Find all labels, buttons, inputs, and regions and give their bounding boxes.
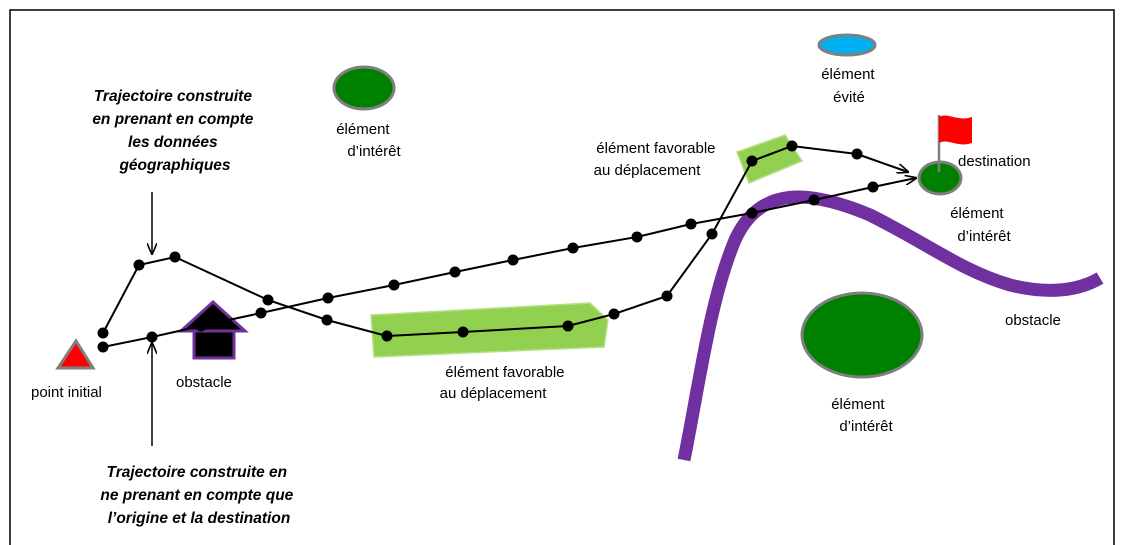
path-point	[706, 228, 718, 240]
avoided-element-label: élément évité	[821, 66, 879, 106]
path-point	[567, 242, 579, 254]
path-point	[685, 218, 697, 230]
house-obstacle-label: obstacle	[176, 374, 232, 391]
path-point	[195, 320, 207, 332]
path-point	[322, 292, 334, 304]
direct-trajectory-annotation: Trajectoire construite en ne prenant en …	[100, 464, 297, 527]
destination-label: destination	[958, 153, 1031, 170]
flag-icon	[937, 115, 972, 172]
path-point	[146, 331, 158, 343]
river-obstacle-label: obstacle	[1005, 312, 1061, 329]
path-point	[255, 307, 267, 319]
path-point	[661, 290, 673, 302]
diagram-frame	[9, 9, 1115, 545]
interest-right-label: élément d’intérêt	[950, 205, 1011, 245]
path-point	[631, 231, 643, 243]
house-obstacle	[177, 299, 249, 360]
path-point	[169, 251, 181, 263]
path-point	[321, 314, 333, 326]
interest-element-bottom	[800, 291, 924, 379]
interest-bottom-label: élément d’intérêt	[831, 396, 893, 435]
path-point	[808, 194, 820, 206]
path-point	[851, 148, 863, 160]
path-point	[449, 266, 461, 278]
path-point	[388, 279, 400, 291]
geographic-trajectory	[97, 140, 909, 342]
path-point	[786, 140, 798, 152]
avoided-element	[817, 33, 877, 57]
path-point	[562, 320, 574, 332]
direct-trajectory	[97, 178, 917, 353]
path-point	[457, 326, 469, 338]
interest-element-top	[332, 65, 396, 111]
river-obstacle	[677, 190, 1104, 462]
path-point	[133, 259, 145, 271]
path-point	[97, 327, 109, 339]
path-point	[97, 341, 109, 353]
path-point	[746, 207, 758, 219]
favorable-high-label: élément favorable au déplacement	[594, 140, 720, 179]
start-point-icon	[55, 338, 96, 370]
path-point	[867, 181, 879, 193]
favorable-low-label: élément favorable au déplacement	[440, 364, 569, 402]
path-point	[608, 308, 620, 320]
path-point	[262, 294, 274, 306]
path-point	[507, 254, 519, 266]
geo-trajectory-annotation: Trajectoire construite en prenant en com…	[92, 88, 257, 174]
interest-top-label: élément d’intérêt	[336, 121, 401, 160]
path-point	[381, 330, 393, 342]
path-point	[746, 155, 758, 167]
start-point-label: point initial	[31, 384, 102, 401]
